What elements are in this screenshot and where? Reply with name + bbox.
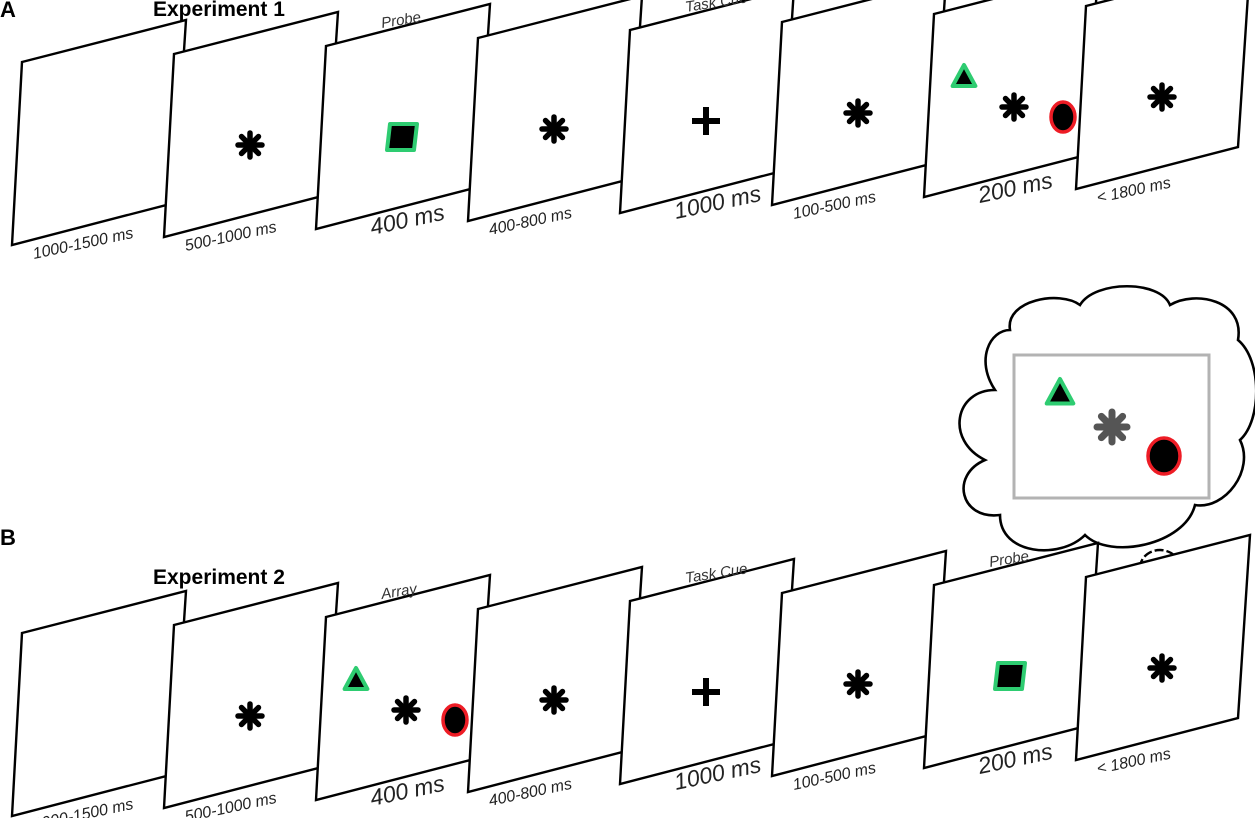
screen-panel	[618, 557, 796, 786]
screen-panel	[922, 0, 1098, 199]
fixation-asterisk	[539, 114, 569, 144]
screen-panel	[1074, 533, 1252, 762]
probe-parallelogram	[385, 122, 419, 152]
trial-frame-6: 100-500 ms	[770, 549, 948, 794]
trial-frame-1: 1000-1500 ms	[10, 18, 188, 263]
trial-frame-8: < 1800 ms	[1074, 0, 1249, 207]
panel-letter-b: B	[0, 525, 16, 550]
screen-panel	[314, 573, 492, 802]
fixation-asterisk	[1147, 82, 1177, 112]
trial-frame-1: 1000-1500 ms	[10, 589, 188, 818]
remembered-red-circle	[1146, 436, 1182, 476]
fixation-asterisk	[391, 695, 421, 725]
fixation-asterisk	[999, 92, 1029, 122]
experiment-2-title: Experiment 2	[153, 566, 285, 589]
remembered-green-triangle	[1044, 377, 1076, 406]
trial-frame-7: Array200 ms	[922, 0, 1098, 208]
screen-panel	[770, 549, 948, 778]
green-triangle	[950, 63, 978, 88]
screen-panel	[466, 565, 644, 794]
fixation-asterisk	[235, 701, 265, 731]
fixation-cross	[692, 678, 720, 706]
trial-frame-6: 100-500 ms	[770, 0, 946, 223]
fixation-asterisk	[1147, 653, 1177, 683]
fixation-asterisk	[843, 98, 873, 128]
trial-frame-4: 400-800 ms	[466, 0, 643, 239]
green-triangle	[342, 666, 370, 691]
fixation-asterisk	[843, 669, 873, 699]
panel-letter-a: A	[0, 0, 16, 22]
fixation-asterisk	[235, 130, 265, 160]
frame-label: Array	[379, 580, 420, 603]
frame-label: Probe	[380, 9, 422, 32]
trial-frame-2: 500-1000 ms	[162, 10, 340, 255]
screen-panel	[10, 589, 188, 818]
screen-panel	[466, 0, 643, 223]
red-ellipse	[1049, 100, 1077, 134]
trial-frame-4: 400-800 ms	[466, 565, 644, 810]
screen-panel	[10, 18, 188, 247]
remembered-screen-frame	[1012, 353, 1211, 500]
red-ellipse	[441, 703, 469, 737]
screen-panel	[922, 541, 1100, 770]
fixation-asterisk	[539, 685, 569, 715]
fixation-cross	[692, 107, 720, 135]
experiment-1-title: Experiment 1	[153, 0, 285, 21]
remembered-fixation-asterisk	[1093, 408, 1131, 446]
screen-panel	[162, 10, 340, 239]
frame-label: Probe	[988, 548, 1030, 571]
screen-panel	[162, 581, 340, 810]
probe-parallelogram	[993, 661, 1027, 691]
trial-frame-8: < 1800 ms	[1074, 533, 1252, 778]
screen-panel	[314, 2, 492, 231]
trial-frame-2: 500-1000 ms	[162, 581, 340, 818]
screen-panel	[618, 0, 795, 215]
